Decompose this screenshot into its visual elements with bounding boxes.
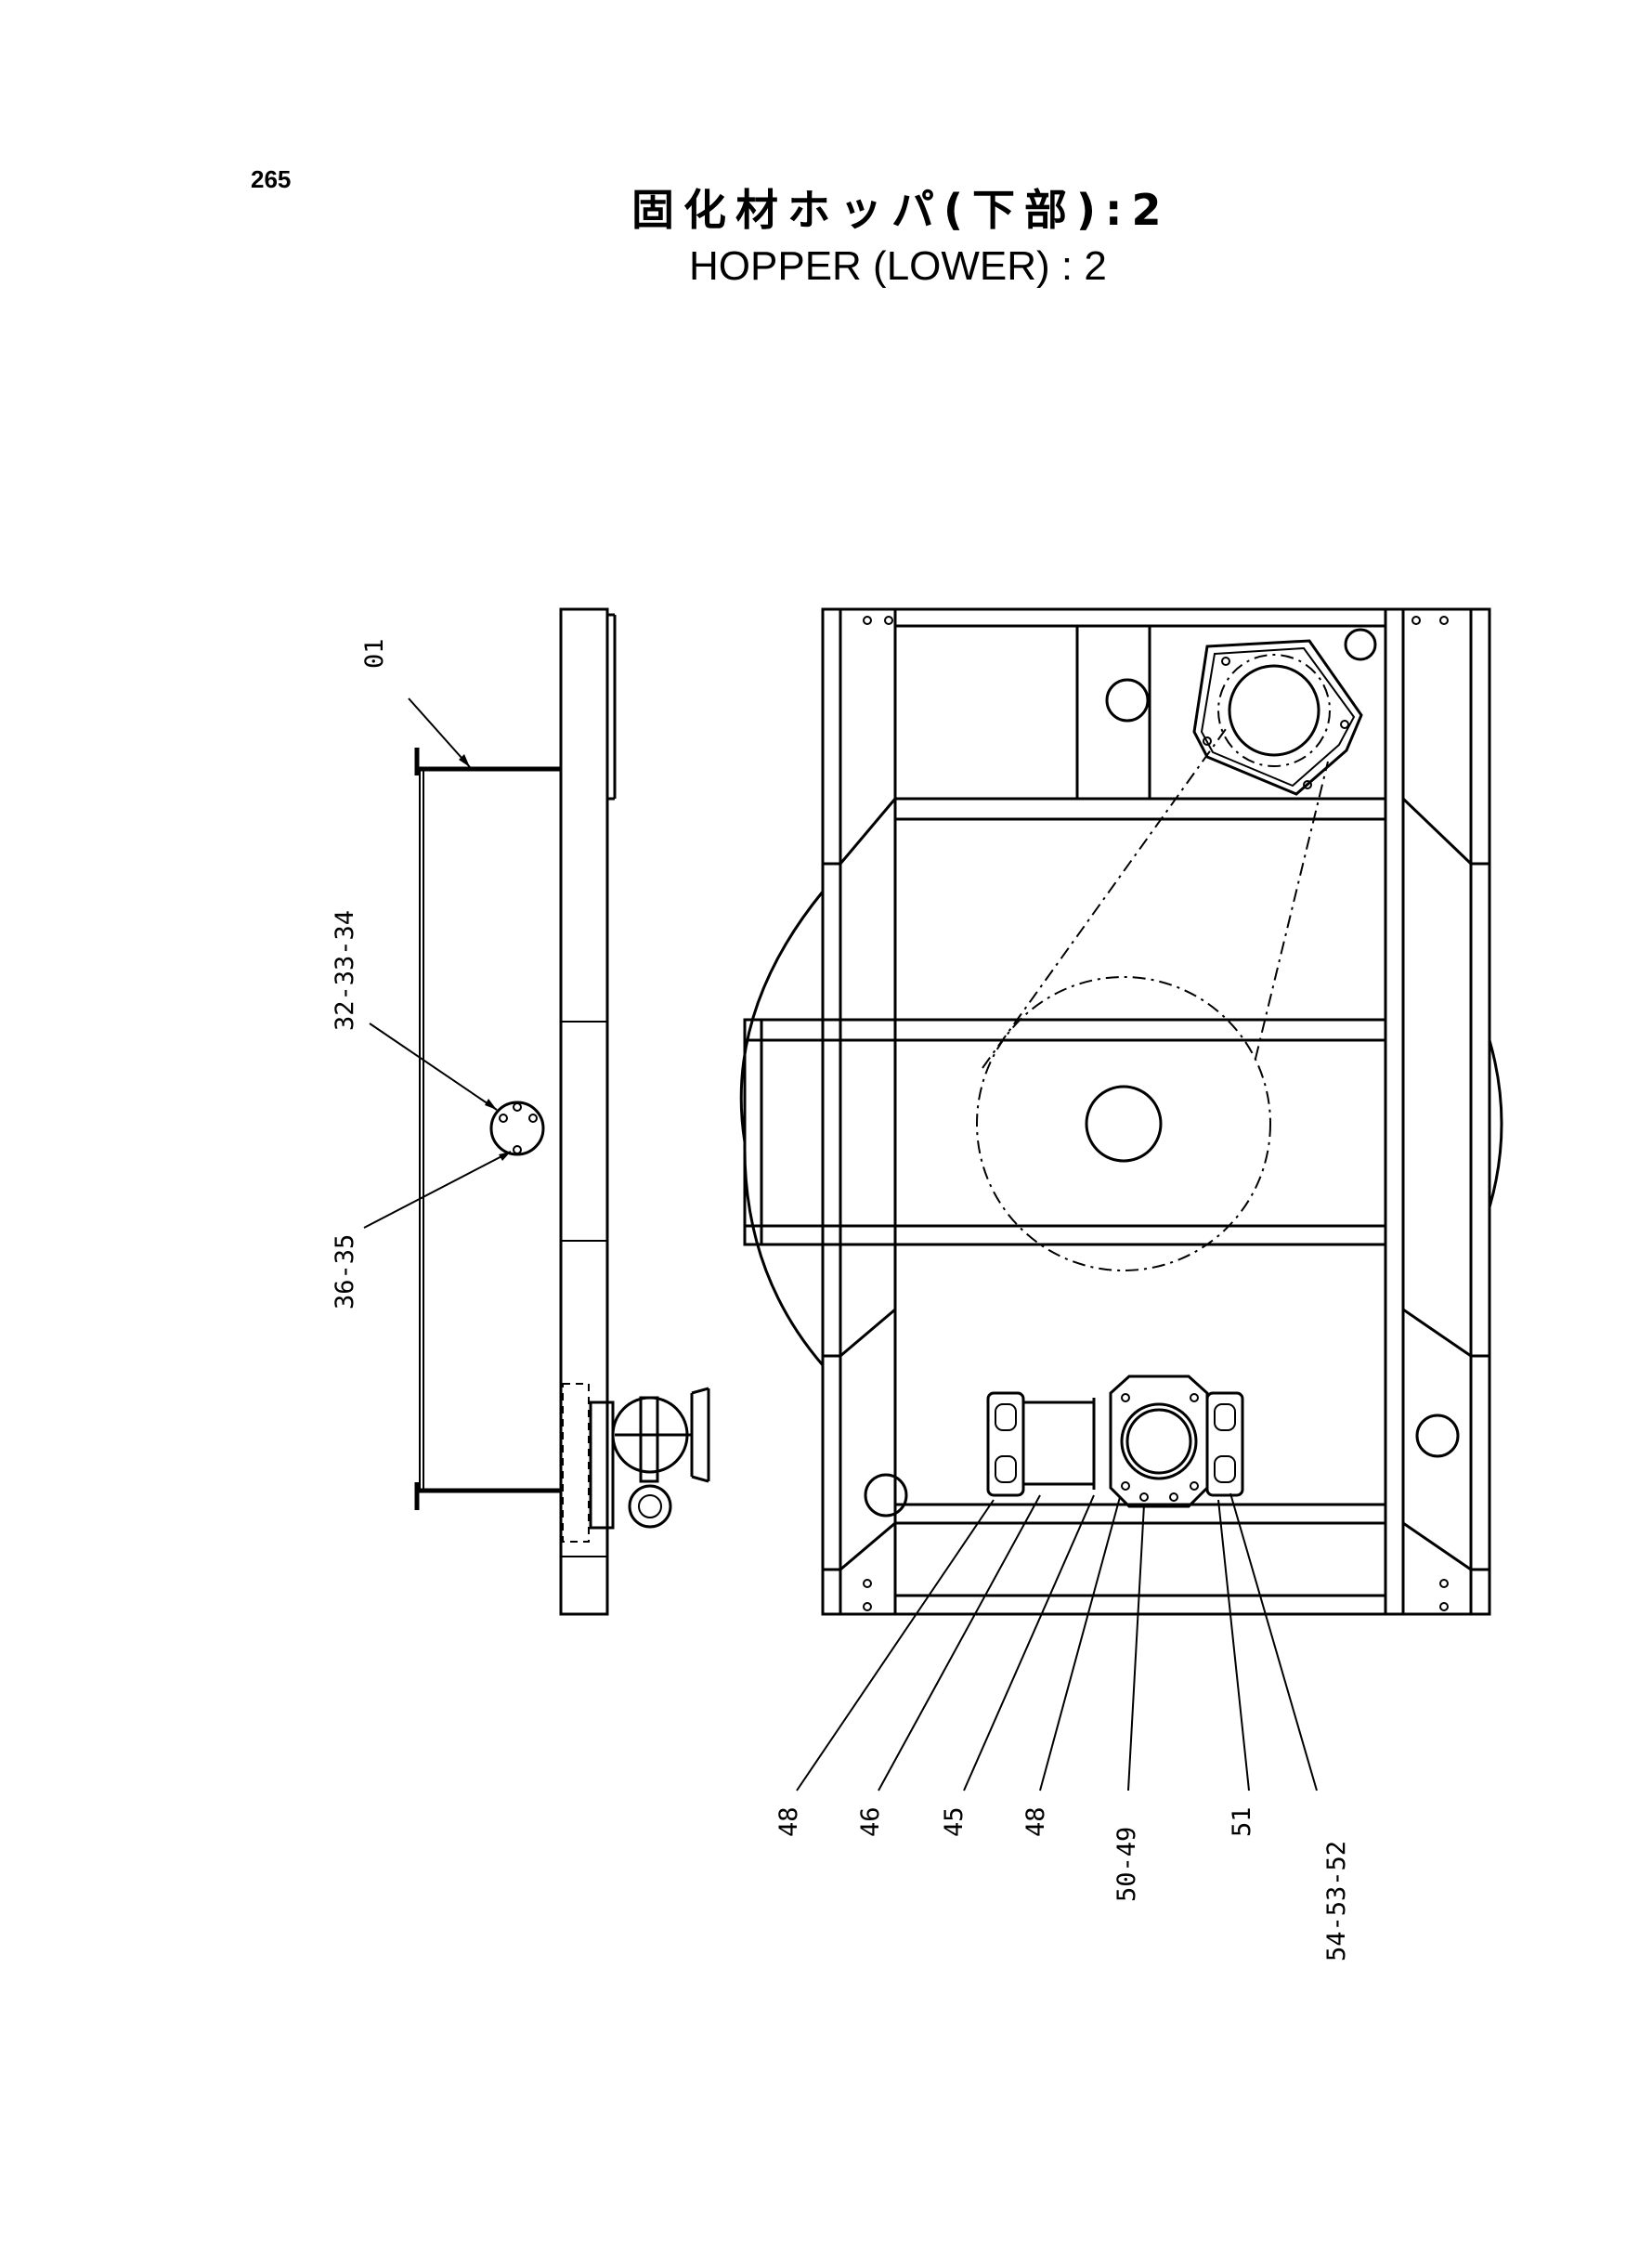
- drive-belt-outline: [976, 728, 1329, 1271]
- side-frame-rail: [559, 607, 609, 1616]
- left-arc-skirt: [739, 891, 825, 1366]
- callout-46: 46: [856, 1806, 885, 1837]
- side-view: [414, 607, 710, 1616]
- callout-51: 51: [1228, 1806, 1256, 1837]
- callout-45: 45: [940, 1806, 969, 1837]
- callout-32-33-34: 32-33-34: [331, 910, 359, 1031]
- bottom-valve-assembly: [986, 1375, 1244, 1508]
- side-valve-assembly: [562, 1383, 710, 1543]
- callout-01: 01: [360, 638, 389, 669]
- frame-outer: [821, 607, 1491, 1616]
- callout-54-53-52: 54-53-52: [1322, 1841, 1351, 1961]
- title-english: HOPPER (LOWER) : 2: [689, 243, 1107, 289]
- leader-lines: [363, 697, 1318, 1791]
- motor-mount-plate: [1192, 639, 1363, 796]
- title-japanese: 固化材ホッパ(下部):2: [631, 185, 1171, 235]
- plan-view: [739, 607, 1503, 1616]
- page-number: 265: [251, 165, 292, 193]
- callout-48-left: 48: [774, 1806, 803, 1837]
- drive-pulley-hub: [1085, 1085, 1163, 1163]
- callout-50-49: 50-49: [1112, 1827, 1141, 1902]
- callout-48-right: 48: [1021, 1806, 1050, 1837]
- callout-36-35: 36-35: [331, 1234, 359, 1309]
